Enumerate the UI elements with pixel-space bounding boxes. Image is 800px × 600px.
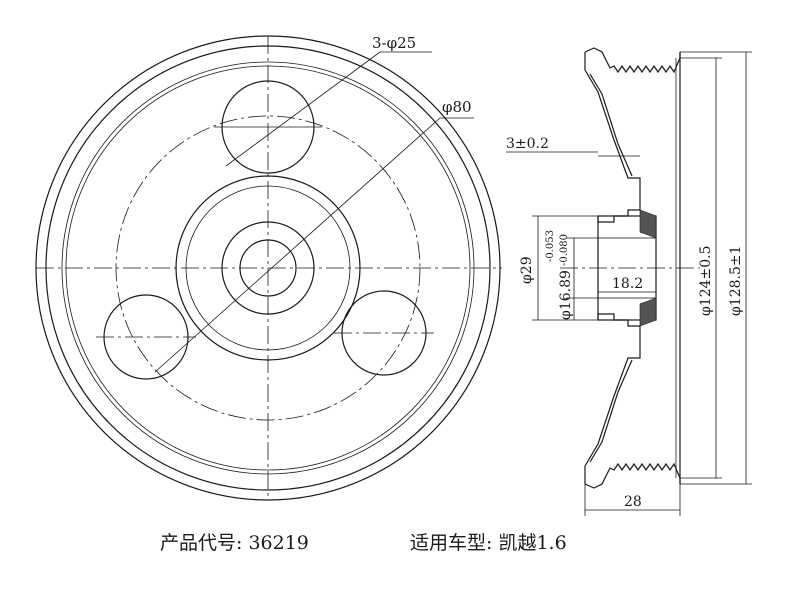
holes-leader xyxy=(225,51,381,167)
hub-hatch-top xyxy=(639,209,657,239)
side-view: 3±0.2 φ29 φ16.89 -0.053 -0.080 18.2 φ124… xyxy=(506,47,752,516)
label-bore: φ29 xyxy=(519,256,535,284)
label-bolt-circle: φ80 xyxy=(442,98,472,116)
rim-top-profile xyxy=(584,47,681,74)
hole-left xyxy=(103,294,189,380)
hub-flange-top xyxy=(597,209,640,223)
label-flange: 3±0.2 xyxy=(506,136,549,152)
label-hub-length: 18.2 xyxy=(612,276,643,292)
label-holes: 3-φ25 xyxy=(372,34,416,52)
bolt-circle-leader xyxy=(154,117,441,373)
label-hub-tol-lower: -0.080 xyxy=(559,234,570,266)
product-code: 产品代号: 36219 xyxy=(160,532,309,554)
label-hub: φ16.89 xyxy=(558,270,574,320)
label-od: φ128.5±1 xyxy=(728,245,744,316)
front-view: 3-φ25 φ80 xyxy=(35,34,502,501)
label-width: 28 xyxy=(624,494,642,510)
rim-bottom-profile xyxy=(584,462,681,489)
web-upper-inner xyxy=(589,73,633,177)
web-lower-outer xyxy=(584,326,641,467)
hole-right xyxy=(341,290,427,376)
hub-flange-bottom xyxy=(597,313,640,327)
label-od-groove: φ124±0.5 xyxy=(698,245,714,316)
web-upper-outer xyxy=(584,69,641,210)
label-hub-tol-upper: -0.053 xyxy=(545,230,556,262)
hub-hatch-bottom xyxy=(639,297,657,327)
web-lower-inner xyxy=(589,359,633,463)
vehicle-model: 适用车型: 凯越1.6 xyxy=(410,532,567,554)
